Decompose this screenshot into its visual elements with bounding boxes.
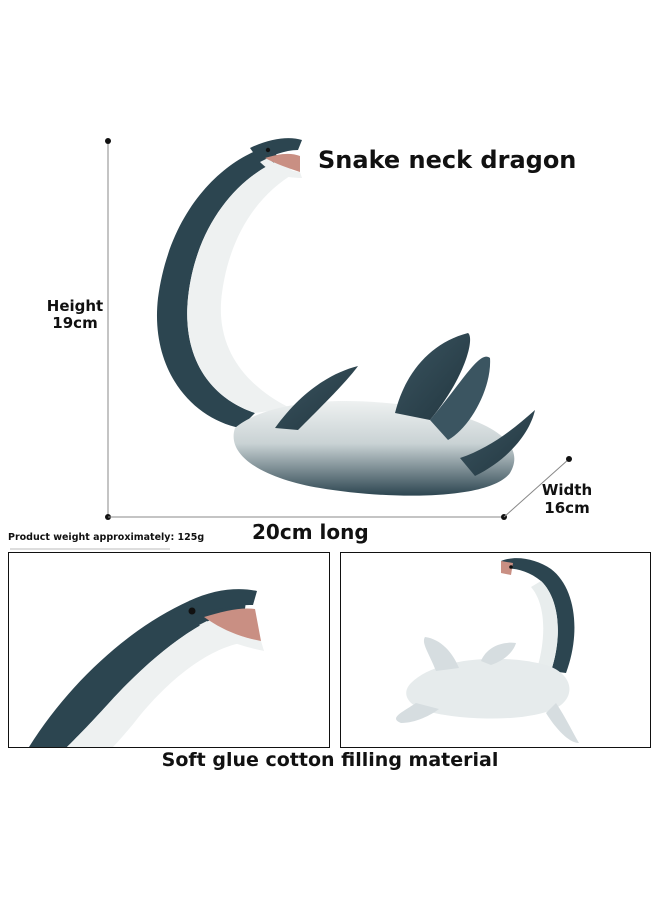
width-value-text: 16cm xyxy=(544,499,590,517)
height-dimension-label: Height 19cm xyxy=(44,298,106,332)
width-top-dot xyxy=(566,456,572,462)
width-dimension-label: Width 16cm xyxy=(534,481,600,517)
width-dimension-line xyxy=(503,458,570,518)
product-title: Snake neck dragon xyxy=(318,146,577,174)
height-label-text: Height xyxy=(46,297,104,315)
length-dimension-label: 20cm long xyxy=(252,520,369,544)
weight-note: Product weight approximately: 125g xyxy=(8,532,205,543)
side-view-panel xyxy=(340,552,651,748)
material-note: Soft glue cotton filling material xyxy=(161,749,499,771)
plesiosaur-figure-icon xyxy=(156,138,535,496)
height-value-text: 19cm xyxy=(52,314,98,332)
width-label-text: Width xyxy=(541,481,593,499)
plesiosaur-head-closeup-icon xyxy=(29,589,264,747)
plesiosaur-side-view-icon xyxy=(396,558,579,743)
head-closeup-panel xyxy=(8,552,330,748)
height-top-dot xyxy=(105,138,111,144)
